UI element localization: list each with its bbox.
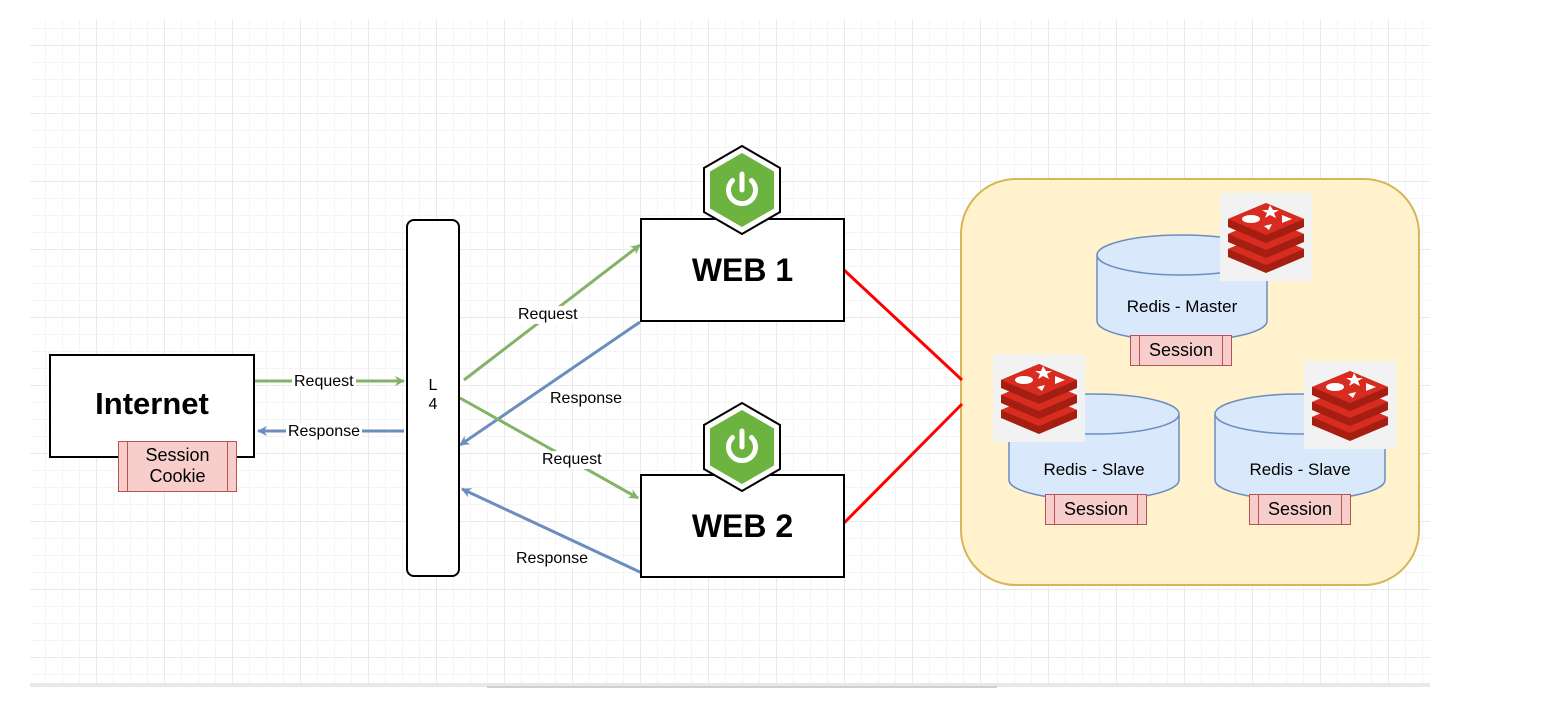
edge-label-internet-request: Request: [292, 373, 356, 391]
web1-node[interactable]: [640, 218, 845, 322]
internet-title: Internet: [95, 386, 209, 421]
edge-label-web1-response: Response: [550, 390, 623, 407]
redis-slave2-label: Redis - Slave: [1249, 460, 1351, 479]
edge-label-web2-response: Response: [514, 550, 591, 568]
internet-node[interactable]: [49, 354, 255, 458]
redis-master-label: Redis - Master: [1126, 297, 1238, 316]
internet-session-cookie[interactable]: Session Cookie: [118, 441, 237, 492]
redis-slave2-session[interactable]: Session: [1249, 494, 1351, 525]
edge-web1-response[interactable]: [459, 320, 641, 447]
session-cookie-line2: Cookie: [149, 466, 206, 486]
redis-logo-icon: [1304, 361, 1396, 449]
l4-label-line1: L: [428, 377, 438, 394]
canvas-bottom-edge: [30, 683, 1430, 687]
redis-logo-icon: [1220, 193, 1312, 281]
session-cookie-line1: Session: [145, 445, 210, 465]
edge-web2-request[interactable]: [459, 396, 639, 500]
redis-master-session[interactable]: Session: [1130, 335, 1232, 366]
spring-boot-power-icon: [703, 402, 781, 492]
edge-label-internet-response: Response: [286, 423, 363, 441]
l4-load-balancer[interactable]: [406, 219, 460, 577]
redis-slave1-session[interactable]: Session: [1045, 494, 1147, 525]
horizontal-scrollbar[interactable]: [487, 686, 997, 688]
link-web2-redis[interactable]: [842, 402, 964, 525]
edge-label-web1-request: Request: [516, 306, 580, 324]
l4-label-line2: 4: [428, 396, 438, 413]
web2-title: WEB 2: [691, 508, 794, 544]
spring-boot-power-icon: [703, 145, 781, 235]
link-web1-redis[interactable]: [842, 268, 964, 382]
redis-logo-icon: [993, 354, 1085, 442]
web1-title: WEB 1: [691, 252, 794, 288]
edge-label-web2-request: Request: [540, 451, 604, 469]
redis-slave1-label: Redis - Slave: [1043, 460, 1145, 479]
edge-web2-response[interactable]: [461, 487, 643, 575]
